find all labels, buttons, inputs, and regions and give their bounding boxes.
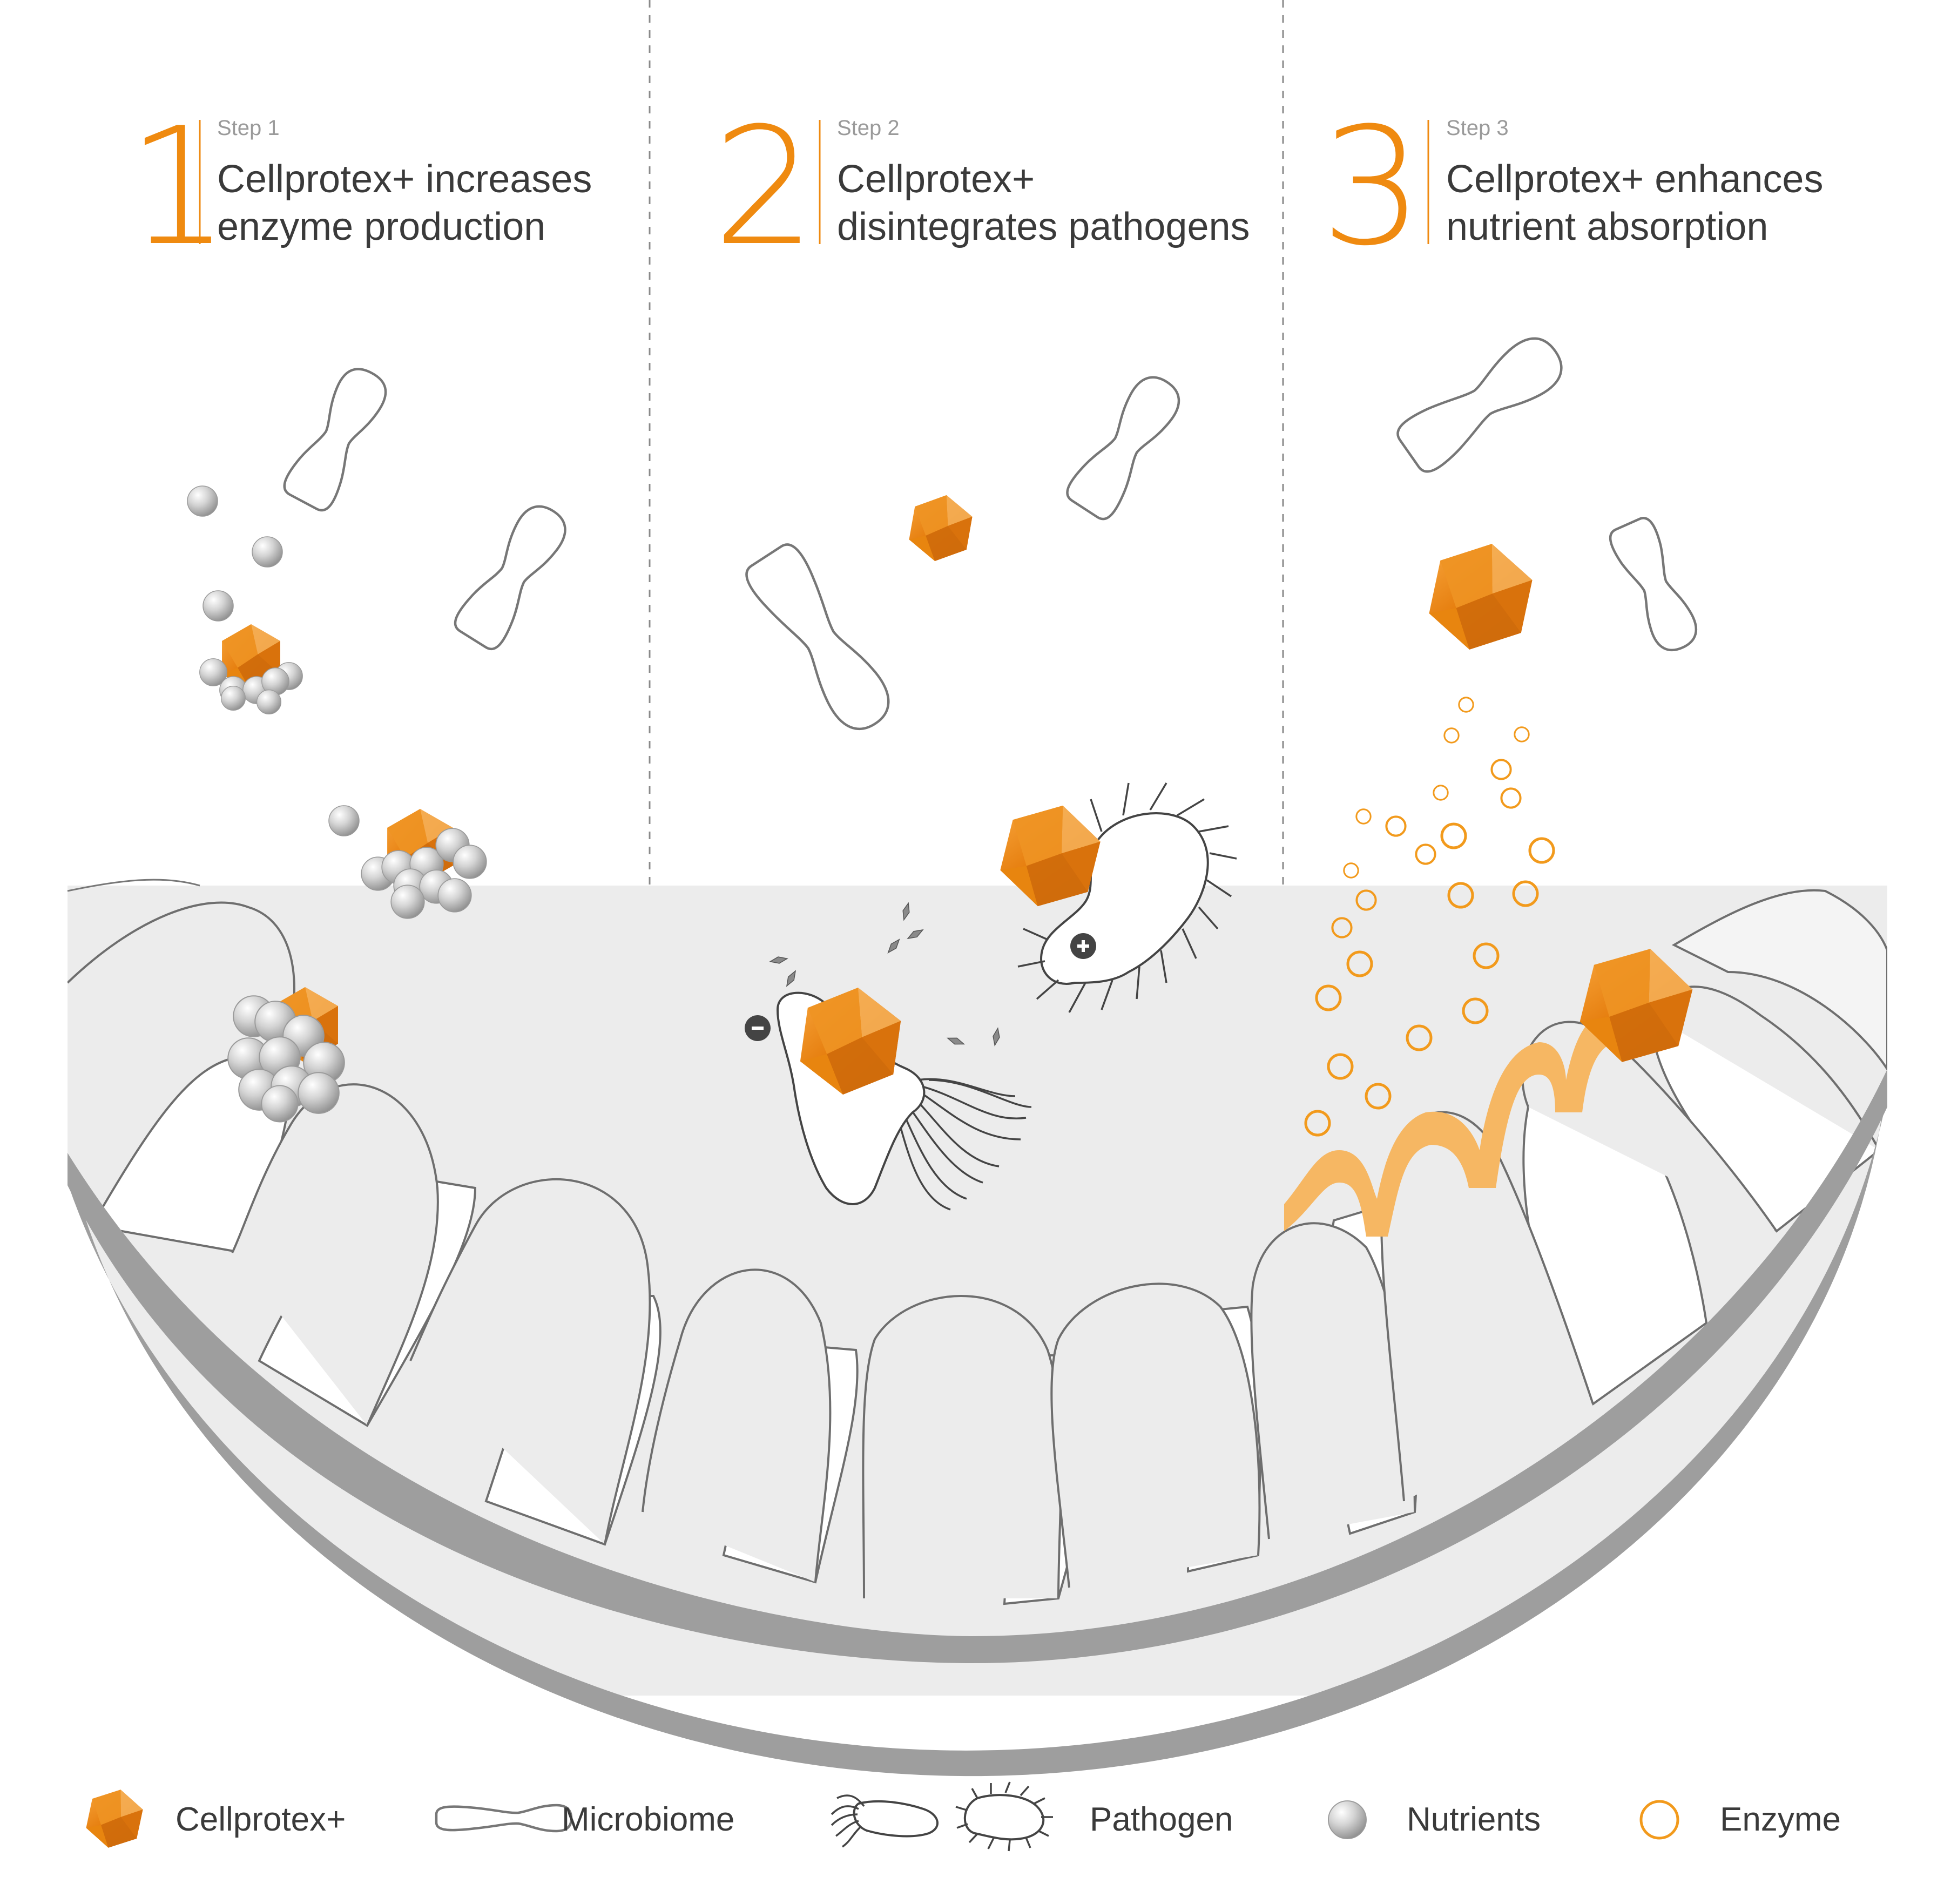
legend-item-cellprotex: Cellprotex+ [83, 1784, 346, 1853]
nutrient-sphere [187, 485, 218, 517]
enzyme-ring [1501, 788, 1520, 807]
nutrient-sphere [298, 1072, 340, 1114]
mucosa-line [67, 879, 200, 892]
step-2-header: 2 Step 2 Cellprotex+ disintegrates patho… [713, 93, 1250, 281]
villus [1671, 889, 1887, 1073]
step-2-label: Step 2 [837, 116, 900, 140]
enzyme-ring [1491, 760, 1510, 779]
legend-label-enzyme: Enzyme [1720, 1801, 1841, 1838]
enzyme-ring [1442, 824, 1466, 848]
legend-label-cellprotex: Cellprotex+ [176, 1801, 346, 1838]
microbiome-capsule [1066, 376, 1180, 521]
legend-item-pathogen: Pathogen [831, 1781, 1233, 1852]
absorption-band [1284, 1010, 1620, 1237]
step-1-title-line2: enzyme production [217, 205, 545, 248]
step-1-title-line1: Cellprotex+ increases [217, 158, 592, 201]
step-3-title-line1: Cellprotex+ enhances [1446, 158, 1823, 201]
step-1-label: Step 1 [217, 116, 280, 140]
pathogen-spiky [1017, 782, 1237, 1013]
nutrient-sphere [328, 805, 360, 836]
cellprotex-nutrient-cluster [199, 624, 303, 715]
nutrient-sphere [221, 685, 246, 711]
nutrient-sphere [390, 885, 425, 919]
microbiome-capsule [283, 368, 387, 512]
villus [862, 1295, 1062, 1599]
enzyme-ring [1355, 808, 1372, 825]
enzyme-ring [1458, 697, 1474, 713]
enzyme-ring-icon [1639, 1800, 1679, 1840]
step-1-header: 1 Step 1 Cellprotex+ increases enzyme pr… [127, 93, 592, 281]
villus [1050, 1282, 1261, 1588]
step-2-title-line2: disintegrates pathogens [837, 205, 1250, 248]
legend-label-nutrients: Nutrients [1407, 1801, 1541, 1838]
nutrient-sphere [256, 689, 282, 715]
nutrient-sphere [202, 590, 234, 622]
cellprotex-hexagon [906, 490, 975, 566]
enzyme-ring [1386, 816, 1405, 835]
step-1-number: 1 [127, 93, 230, 281]
nutrient-sphere-icon [1328, 1800, 1367, 1839]
cellprotex-hexagon [1423, 534, 1538, 659]
microbiome-capsule-icon [435, 1804, 573, 1833]
enzyme-ring [1433, 785, 1449, 801]
legend-label-microbiome: Microbiome [562, 1801, 734, 1838]
microbiome-capsule [1609, 517, 1698, 652]
microbiome-capsule [745, 543, 890, 731]
villus [231, 1083, 439, 1426]
step-3-number: 3 [1320, 93, 1423, 281]
cellprotex-hexagon-icon [83, 1784, 146, 1853]
pathogen-spikes [1017, 782, 1237, 1013]
enzyme-ring [1514, 726, 1530, 742]
step-2-number: 2 [713, 93, 816, 281]
nutrient-sphere [453, 845, 487, 879]
step-3-header: 3 Step 3 Cellprotex+ enhances nutrient a… [1320, 93, 1823, 281]
step-3-title-line2: nutrient absorption [1446, 205, 1768, 248]
nutrient-sphere [261, 1085, 299, 1123]
legend-item-enzyme: Enzyme [1639, 1800, 1841, 1840]
enzyme-ring [1416, 845, 1435, 863]
gut-wall [67, 879, 1887, 1777]
microbiome-capsule [454, 505, 566, 651]
pathogen-icon [831, 1781, 1053, 1852]
step-3-label: Step 3 [1446, 116, 1509, 140]
microbiome-capsule [1396, 337, 1563, 473]
nutrient-sphere [437, 878, 472, 913]
enzyme-ring [1343, 862, 1359, 879]
legend-item-nutrients: Nutrients [1328, 1800, 1541, 1839]
villus [409, 1178, 651, 1545]
step-2-title-line1: Cellprotex+ [837, 158, 1035, 201]
legend-item-microbiome: Microbiome [435, 1801, 734, 1838]
enzyme-ring [1443, 727, 1460, 744]
legend: Cellprotex+ Microbiome [83, 1781, 1841, 1853]
cellprotex-nutrient-cluster [227, 987, 345, 1123]
nutrient-sphere [252, 536, 283, 568]
enzyme-ring [1530, 839, 1554, 862]
legend-label-pathogen: Pathogen [1090, 1801, 1233, 1838]
villus [642, 1268, 832, 1583]
